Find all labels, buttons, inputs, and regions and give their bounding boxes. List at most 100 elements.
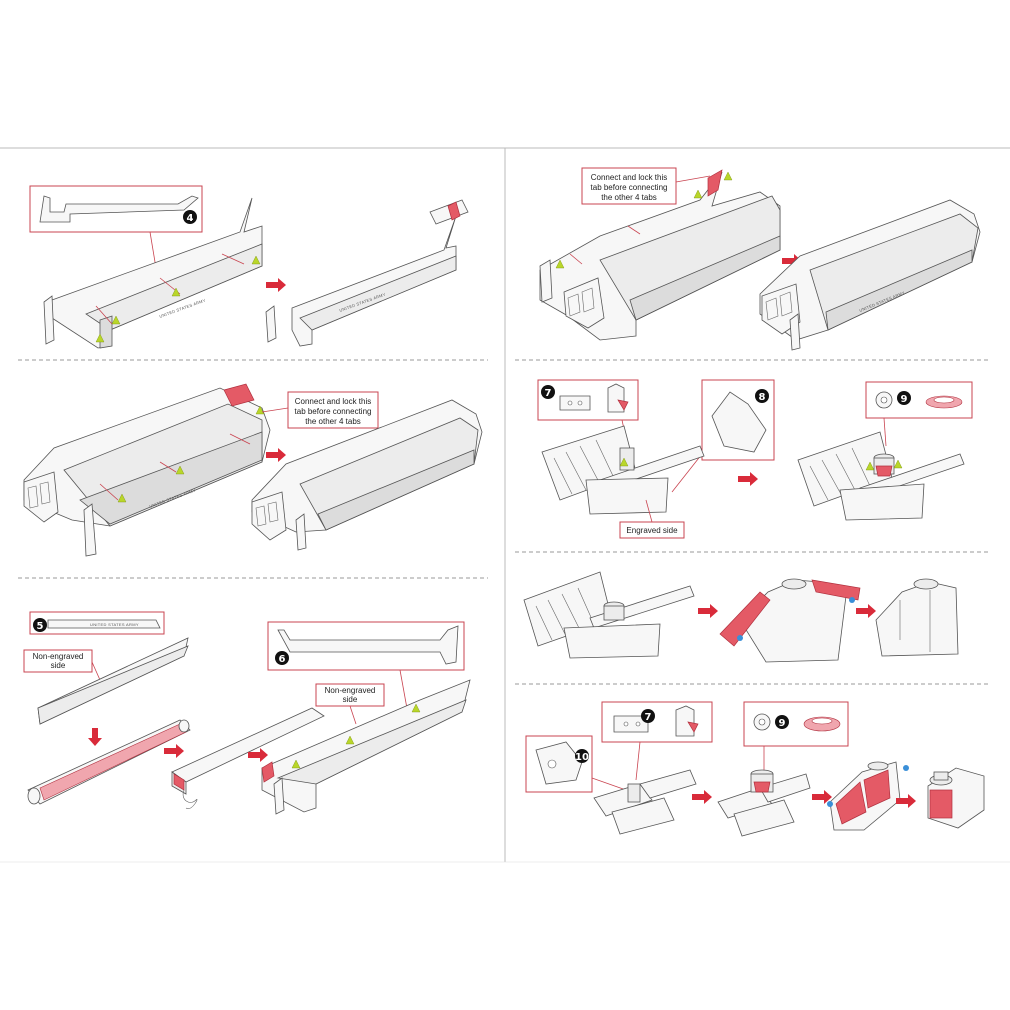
nose-windows [567,287,595,317]
callout-leader [261,407,289,413]
full-fuselage-panel [599,195,781,321]
part-5-flat [47,619,161,629]
lock-marker [291,759,301,769]
hub-b-arm-right [759,773,811,803]
lock-marker [117,493,127,503]
part-9-ring-inner [933,396,955,404]
lock-marker [345,735,355,745]
step-9b-number: 9 [779,718,786,729]
step-7b-leader [635,741,641,781]
hub-base [585,477,669,515]
part-7-hole [577,400,583,406]
hub-d-cap [933,771,949,781]
next-arrow [692,790,712,804]
connector-wire [182,789,198,809]
part-7b-hole [635,721,641,727]
callout-top-leader [675,175,711,183]
tube-end [27,787,41,805]
fuselage-result-panel [299,417,479,531]
blade-fan-ribs [553,439,615,495]
lock-marker [171,287,181,297]
pin-marker [737,635,743,641]
cockpit-result [251,491,287,541]
tail-rotor-shaft [429,199,469,225]
part-8-flat [711,391,767,453]
full-fuselage-lower [629,235,781,321]
blade-fan-result-ribs [809,447,871,501]
callout-top-line-2: tab before connecting [591,183,668,192]
step-6-number: 6 [279,654,286,665]
pin-marker [827,801,833,807]
tab-line [159,461,177,473]
tab-line [569,253,583,265]
lock-tab-callout [287,391,379,429]
part-5-engraving: UNITED STATES ARMY [90,622,139,627]
tail-fin-left [539,259,553,303]
part-4-flat [39,195,199,223]
step-5-leader [91,661,101,681]
tube-red-inner [39,723,187,801]
tube-end [178,719,190,733]
lock-marker [555,259,565,269]
cockpit-windows [27,481,51,509]
part-7b-hole [623,721,629,727]
engraved-side-label: Engraved side [626,526,678,535]
fuselage-result-lower [317,449,475,531]
engraved-side-leader [645,499,653,523]
part-10-hole [547,759,557,769]
next-arrow [738,472,758,486]
tail-tab-red [447,201,461,221]
part-7b-hub [613,715,649,733]
housing-result [875,581,959,657]
hub-ring-red [875,465,893,477]
pin-marker [903,765,909,771]
hub-b-red [753,781,771,793]
step-5-badge [33,618,47,632]
next-arrow [856,604,876,618]
step-9-badge [897,391,911,405]
hub-b-base [733,799,795,837]
lock-marker [411,703,421,713]
lock-marker [723,171,733,181]
tail-boom-result-panel [299,255,457,331]
part-7-hub [559,395,591,411]
part-7-red [617,399,629,411]
next-arrow [266,448,286,462]
nose-result-windows [765,291,793,321]
boom-assembled-red [261,761,275,783]
fuselage-result-fin [295,513,307,551]
step-9-leader [883,417,887,447]
part-9-gear-hole [880,396,888,404]
panel-5-strip-side [37,645,189,725]
hub-c-top [867,761,889,771]
step-5-label-line-1: Non-engraved [33,652,84,661]
housing-result-hub [913,578,939,590]
step-5-label-line-2: side [51,661,66,670]
hub-c-red-right [863,769,891,809]
part-10-flat [535,741,583,785]
tab-line [99,483,119,501]
step-4-number: 4 [187,213,194,224]
callout-top-line-1: Connect and lock this [591,173,668,182]
step-10-number: 10 [575,752,589,763]
step-10-leader [591,777,627,791]
small-hub-core [627,783,641,803]
nose-result-fin [789,313,801,351]
step-6-label-line-1: Non-engraved [325,686,376,695]
housing-result-folds [899,590,931,652]
part-9b-gear-hole [758,718,766,726]
lock-marker [893,459,903,469]
tab-line [229,433,251,445]
lock-marker [619,457,629,467]
step-8-badge [755,389,769,403]
hub-d-red-band [929,789,953,819]
next-arrow [266,278,286,292]
part-9b-ring-inner [811,717,833,725]
panel-rotor-housing [523,571,959,663]
nose-frame [563,277,605,329]
fuselage-fin [83,503,97,557]
tab-line-1 [95,305,113,325]
part-7-folded [607,383,625,413]
hub-core [619,447,635,471]
